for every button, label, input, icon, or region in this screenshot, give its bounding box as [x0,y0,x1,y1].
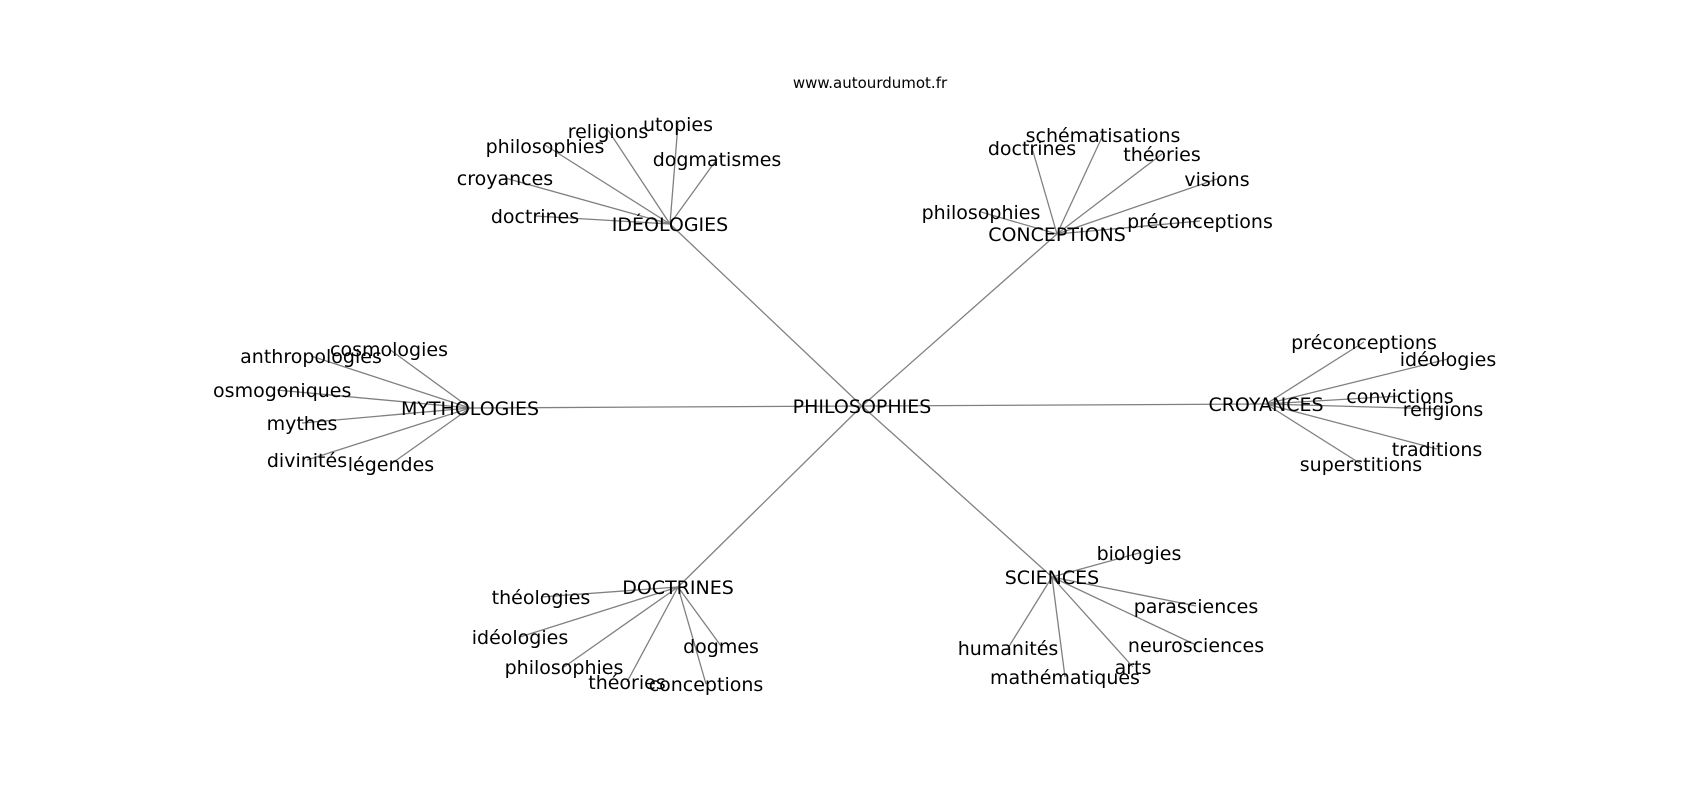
word-graph: www.autourdumot.fr PHILOSOPHIES IDÉOLOGI… [212,74,1496,696]
edge-hub-leaf [301,407,471,424]
leaf-node-label: doctrines [491,206,579,228]
edge-hub-leaf [1051,552,1140,578]
leaf-node-label: idéologies [1400,349,1496,371]
site-url: www.autourdumot.fr [793,74,948,92]
edge-center-hub [861,233,1058,407]
edge-hub-leaf [1265,341,1365,405]
leaf-node-label: théories [1123,144,1200,166]
edge-center-hub [469,405,863,409]
edge-hub-leaf [1265,403,1362,465]
leaf-node-label: traditions [1392,439,1483,461]
leaf-node-label: schématisations [1026,125,1181,147]
edge-hub-leaf [669,123,679,225]
edge-hub-leaf [534,215,671,225]
edge-hub-leaf [1051,576,1197,607]
edge-hub-leaf [390,407,471,465]
leaf-node-label: idéologies [472,627,568,649]
edge-center-hub [669,223,863,407]
edge-hub-leaf [1056,153,1163,235]
leaf-node-label: cosmologies [330,339,448,361]
edge-hub-leaf [626,586,679,683]
hub-node-label: CONCEPTIONS [988,224,1126,246]
leaf-node-label: religions [568,121,649,143]
edge-hub-leaf [677,586,707,685]
leaf-node-label: doctrines [988,138,1076,160]
leaf-node-label: parasciences [1134,596,1259,618]
leaf-node-label: superstitions [1300,454,1422,476]
graph-edges [276,123,1449,685]
hub-node-label: MYTHOLOGIES [401,398,539,420]
leaf-node-label: divinités [267,450,347,472]
edge-hub-leaf [980,211,1058,235]
graph-viewport: www.autourdumot.fr PHILOSOPHIES IDÉOLOGI… [212,0,1700,800]
edge-hub-leaf [306,407,471,461]
leaf-node-label: philosophies [486,136,605,158]
edge-hub-leaf [607,129,671,225]
leaf-node-label: préconceptions [1127,211,1273,233]
edge-hub-leaf [1051,576,1134,668]
leaf-node-label: arts [1115,657,1152,679]
edge-hub-leaf [544,144,671,225]
edge-center-hub [677,405,863,588]
leaf-node-label: philosophies [922,202,1041,224]
edge-hub-leaf [1051,576,1066,678]
edge-hub-leaf [1007,576,1053,649]
leaf-node-label: théologies [492,587,591,609]
leaf-node-label: mathématiques [990,667,1140,689]
edge-hub-leaf [1265,403,1438,450]
edge-hub-leaf [276,389,471,409]
edge-hub-leaf [1056,178,1218,235]
edge-hub-leaf [1265,403,1444,410]
hub-node-label: IDÉOLOGIES [612,213,728,236]
hub-node-label: DOCTRINES [622,577,734,599]
edge-hub-leaf [1031,147,1058,235]
edge-hub-leaf [310,355,471,409]
center-node-label: PHILOSOPHIES [793,396,932,418]
hub-node-label: CROYANCES [1208,394,1323,416]
leaf-node-label: anthropologies [240,346,382,368]
hub-node-label: SCIENCES [1005,567,1099,589]
leaf-node-label: neurosciences [1128,635,1264,657]
leaf-node-label: convictions [1346,386,1453,408]
edge-hub-leaf [677,586,722,647]
edge-hub-leaf [504,177,671,225]
leaf-node-label: visions [1184,169,1249,191]
leaf-node-label: philosophies [505,657,624,679]
leaf-node-label: mythes [267,413,338,435]
leaf-node-label: croyances [457,168,553,190]
leaf-node-label: théories [588,672,665,694]
edge-hub-leaf [540,586,679,598]
leaf-node-label: légendes [348,454,434,476]
leaf-node-label: religions [1403,399,1484,421]
edge-center-hub [861,403,1267,407]
edge-hub-leaf [563,586,679,668]
leaf-node-label: cosmogoniques [212,380,351,402]
edge-hub-leaf [1056,220,1201,235]
leaf-node-label: dogmatismes [653,149,782,171]
leaf-node-label: humanités [958,638,1059,660]
edge-hub-leaf [519,586,679,638]
edge-hub-leaf [1265,358,1449,405]
leaf-node-label: biologies [1097,543,1182,565]
leaf-node-label: conceptions [649,674,764,696]
edge-hub-leaf [669,158,718,225]
leaf-node-label: utopies [643,114,713,136]
edge-center-hub [861,405,1053,578]
edge-hub-leaf [1265,395,1401,405]
leaf-node-label: dogmes [683,636,759,658]
edge-hub-leaf [388,348,471,409]
edge-hub-leaf [1051,576,1197,646]
leaf-node-label: préconceptions [1291,332,1437,354]
graph-labels: PHILOSOPHIES IDÉOLOGIESutopiesreligionsp… [212,114,1496,696]
edge-hub-leaf [1056,134,1104,235]
